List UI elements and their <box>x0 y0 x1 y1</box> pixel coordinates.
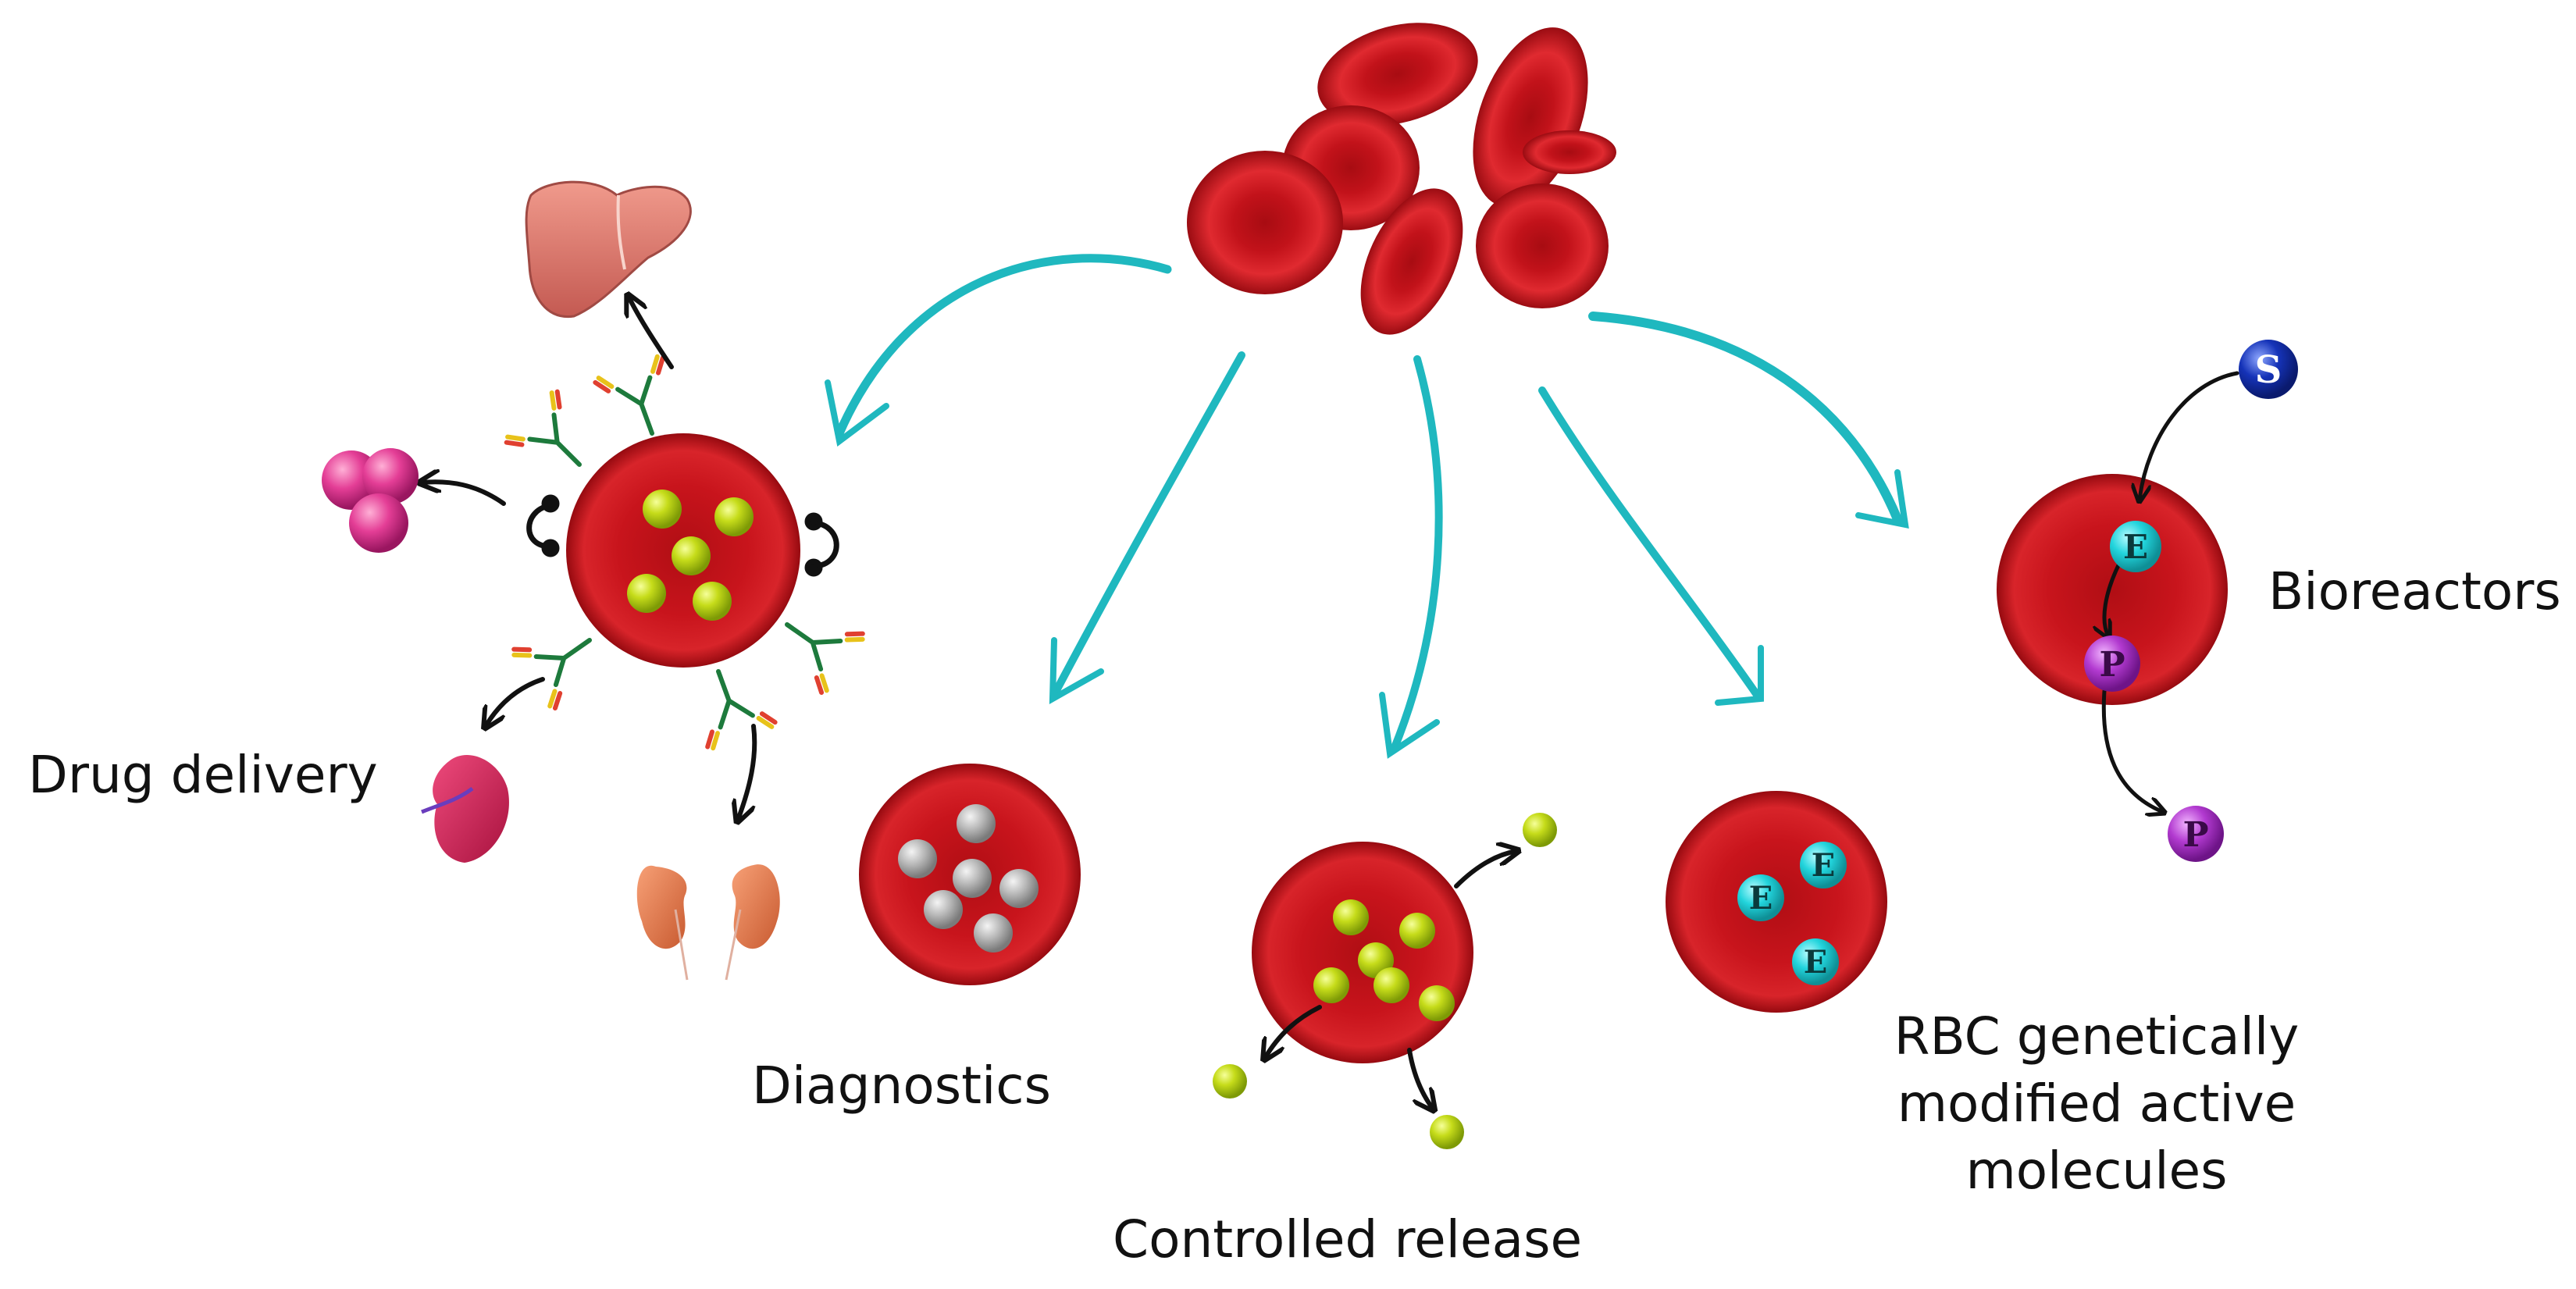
product-particle: P <box>2084 636 2140 692</box>
arrow-to-rbc-genetically <box>1538 386 1761 699</box>
released-product-particle: P <box>2168 806 2224 862</box>
enzyme-particle: E <box>1737 874 1784 921</box>
rbc-front-left <box>1187 151 1343 294</box>
release-arrow <box>1454 851 1516 888</box>
svg-text:E: E <box>1812 847 1836 884</box>
target-arrows <box>422 297 757 820</box>
rbc-top-back <box>1317 23 1478 126</box>
rbc-front-right <box>1476 183 1609 308</box>
enzyme-particle: E <box>2110 521 2161 572</box>
contrast-particle <box>957 804 996 843</box>
substrate-arrow <box>2140 371 2239 500</box>
ligand-right <box>813 520 839 569</box>
svg-text:S: S <box>2255 348 2282 392</box>
antibody <box>785 622 865 696</box>
conversion-arrow <box>2104 560 2122 636</box>
teal-arrows <box>825 254 1909 759</box>
label-controlled-release: Controlled release <box>1113 1209 1583 1269</box>
arrow-head-bioreactors <box>1855 469 1909 529</box>
contrast-particle <box>898 839 937 878</box>
contrast-particle <box>924 890 963 929</box>
substrate-particle: S <box>2239 340 2298 399</box>
antibody <box>593 354 665 436</box>
arrow-to-spleen <box>486 677 545 726</box>
drug-particle <box>643 490 682 529</box>
label-bioreactors: Bioreactors <box>2268 561 2561 621</box>
svg-text:P: P <box>2182 815 2208 855</box>
lymph-node-icon <box>322 448 419 553</box>
arrow-to-bioreactors <box>1588 312 1902 524</box>
genetically-modified-cell: E E E <box>1666 791 1887 1013</box>
arrow-to-lymph <box>422 482 506 506</box>
antibody <box>504 389 582 467</box>
drug-particle <box>1419 985 1455 1021</box>
contrast-particle <box>953 859 992 898</box>
spleen-icon <box>421 755 509 863</box>
kidneys-icon <box>636 864 780 981</box>
arrow-to-controlled-release <box>1390 355 1443 753</box>
drug-particle <box>1333 899 1369 935</box>
product-release-arrow <box>2101 689 2163 812</box>
label-rbc-genetically: RBC genetically modified active molecule… <box>1878 1003 2315 1204</box>
svg-text:E: E <box>1804 944 1828 981</box>
bioreactor-cell: S E P P <box>1997 340 2298 862</box>
released-drug-particle <box>1523 813 1557 847</box>
label-rbc-genetically-line2: modified active <box>1897 1073 2296 1134</box>
diagnostics-cell <box>859 764 1081 985</box>
drug-particle <box>1374 967 1409 1003</box>
drug-particle <box>1313 967 1349 1003</box>
contrast-particle <box>999 869 1039 908</box>
ligand-hooks <box>526 494 839 577</box>
rbc-far-right <box>1523 130 1616 174</box>
label-diagnostics: Diagnostics <box>752 1056 1051 1116</box>
antibody <box>705 669 778 751</box>
liver-icon <box>525 180 692 319</box>
arrow-head-drug-delivery <box>825 379 889 447</box>
arrow-to-kidneys <box>738 724 757 820</box>
bioreactor-rbc <box>1997 474 2228 705</box>
controlled-release-cell <box>1213 813 1557 1149</box>
svg-text:E: E <box>2123 528 2148 566</box>
rbc-front-tilted <box>1360 188 1463 335</box>
label-rbc-genetically-line3: molecules <box>1965 1140 2228 1201</box>
arrow-head-diagnostics <box>1049 637 1104 704</box>
arrow-to-diagnostics <box>1050 351 1245 699</box>
release-arrow <box>1407 1048 1433 1109</box>
drug-particle <box>627 574 666 613</box>
arrow-to-drug-delivery <box>835 254 1172 438</box>
drug-particle <box>1399 913 1435 949</box>
contrast-particle <box>974 913 1013 953</box>
antibodies <box>504 354 865 751</box>
arrow-to-liver <box>629 297 674 369</box>
rbc-cluster <box>1187 23 1616 335</box>
svg-text:E: E <box>1749 880 1773 917</box>
enzyme-particle: E <box>1792 938 1839 985</box>
label-drug-delivery: Drug delivery <box>28 745 378 805</box>
arrow-head-controlled-release <box>1379 692 1440 759</box>
label-rbc-genetically-line1: RBC genetically <box>1894 1006 2300 1066</box>
drug-particle <box>672 536 711 575</box>
drug-particle <box>714 497 754 536</box>
released-drug-particle <box>1213 1064 1247 1098</box>
antibody <box>511 638 592 711</box>
svg-text:P: P <box>2099 645 2125 685</box>
arrow-head-rbc-genetically <box>1715 645 1764 706</box>
enzyme-particle: E <box>1800 842 1847 888</box>
drug-particle <box>693 582 732 621</box>
released-drug-particle <box>1430 1115 1464 1149</box>
release-arrow <box>1265 1005 1322 1058</box>
drug-delivery-cell <box>566 433 800 668</box>
